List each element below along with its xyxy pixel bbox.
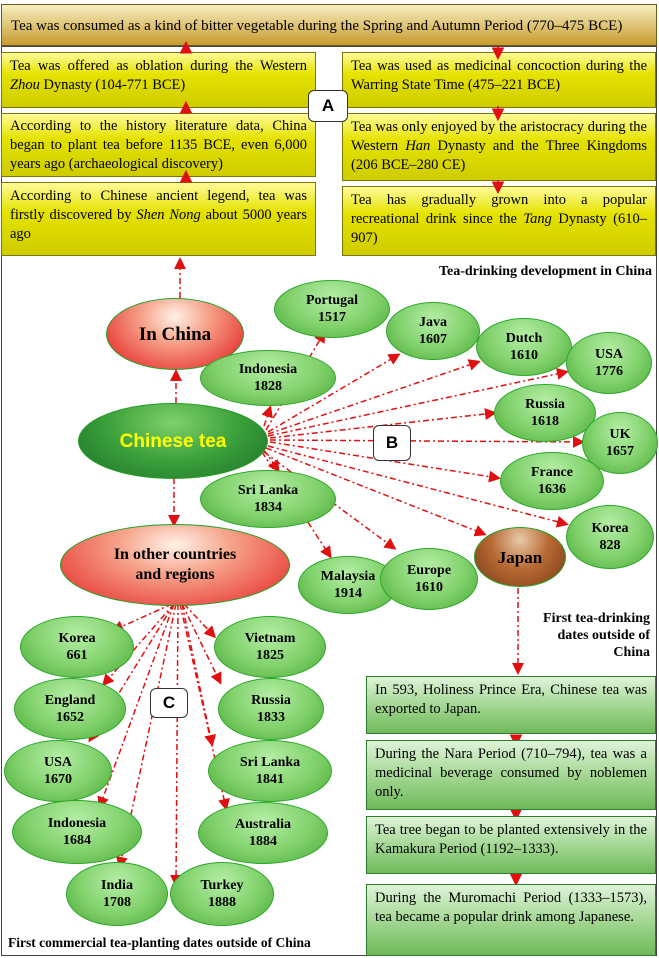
china-plant-tea-box: According to the history literature data… xyxy=(1,113,316,177)
ray-korea-b xyxy=(267,445,569,528)
ray-uk xyxy=(269,435,585,448)
ray-russia-c xyxy=(181,603,222,685)
ray-indonesia xyxy=(261,405,273,427)
diagram-panel xyxy=(1,46,657,956)
ray-srilanka-c xyxy=(181,603,216,747)
ray-usa xyxy=(267,368,569,437)
commercial-planting-caption: First commercial tea-planting dates outs… xyxy=(8,935,311,950)
western-han-box: Tea was only enjoyed by the aristocracy … xyxy=(342,113,656,181)
japan-kamakura-box: Tea tree began to be planted extensively… xyxy=(366,816,656,874)
ray-korea-c xyxy=(111,603,173,632)
japan-node: Japan xyxy=(474,527,566,587)
ray-java xyxy=(267,353,401,433)
ray-indonesia-c xyxy=(97,603,175,809)
western-zhou-box: Tea was offered as oblation during the W… xyxy=(1,52,316,108)
tang-dynasty-box: Tea has gradually grown into a popular r… xyxy=(342,186,656,256)
spring-autumn-box: Tea was consumed as a kind of bitter veg… xyxy=(1,4,657,46)
ray-dutch xyxy=(267,359,481,435)
warring-state-box: Tea was used as medicinal concoction dur… xyxy=(342,52,656,108)
japan-muromachi-box: During the Muromachi Period (1333–1573),… xyxy=(366,884,656,956)
label-a: A xyxy=(308,90,348,122)
shen-nong-legend-box: According to Chinese ancient legend, tea… xyxy=(1,182,316,256)
ray-england xyxy=(102,603,175,687)
in-china-node: In China xyxy=(106,298,244,370)
ray-india xyxy=(116,603,177,869)
ray-malaysia xyxy=(261,451,332,559)
japan-nara-box: During the Nara Period (710–794), tea wa… xyxy=(366,740,656,810)
ray-usa-c xyxy=(88,603,175,743)
ray-vietnam xyxy=(183,603,217,639)
ray-turkey xyxy=(170,603,183,887)
label-c: C xyxy=(150,688,188,718)
ray-japan xyxy=(265,447,487,537)
label-b: B xyxy=(373,425,411,461)
japan-593-box: In 593, Holiness Prince Era, Chinese tea… xyxy=(366,676,656,734)
chinese-tea-node: Chinese tea xyxy=(78,403,268,479)
tea-drinking-development-caption: Tea-drinking development in China xyxy=(438,264,652,279)
